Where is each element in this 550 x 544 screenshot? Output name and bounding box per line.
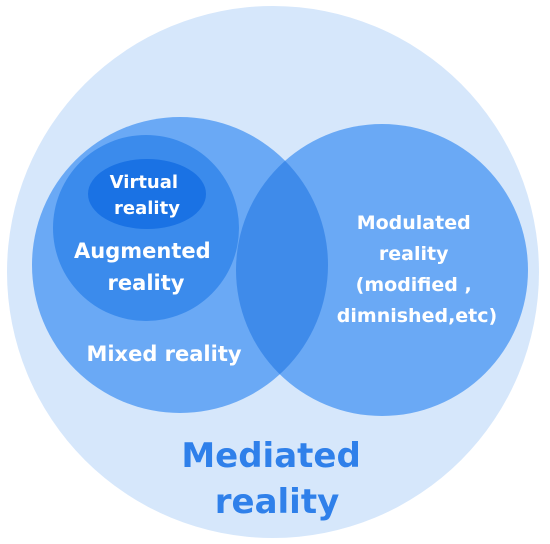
modulated-label-line-4: dimnished,etc) xyxy=(337,305,497,327)
mixed-reality-label: Mixed reality xyxy=(86,342,241,366)
augmented-label-line-1: Augmented xyxy=(74,239,211,263)
virtual-label-line-2: reality xyxy=(114,198,180,219)
virtual-reality-ellipse xyxy=(88,159,206,229)
mediated-label-line-1: Mediated xyxy=(181,436,360,476)
virtual-reality-label: Virtual reality xyxy=(110,172,185,219)
augmented-label-line-2: reality xyxy=(108,271,185,295)
modulated-reality-label: Modulated reality (modified , dimnished,… xyxy=(337,212,497,327)
mediated-label-line-2: reality xyxy=(215,482,340,522)
mixed-label-line-1: Mixed reality xyxy=(86,342,241,366)
modulated-label-line-2: reality xyxy=(379,243,449,265)
mediated-reality-label: Mediated reality xyxy=(181,436,372,522)
modulated-label-line-3: (modified , xyxy=(356,274,472,296)
augmented-reality-label: Augmented reality xyxy=(74,239,218,295)
virtual-label-line-1: Virtual xyxy=(110,172,178,193)
modulated-label-line-1: Modulated xyxy=(357,212,471,234)
